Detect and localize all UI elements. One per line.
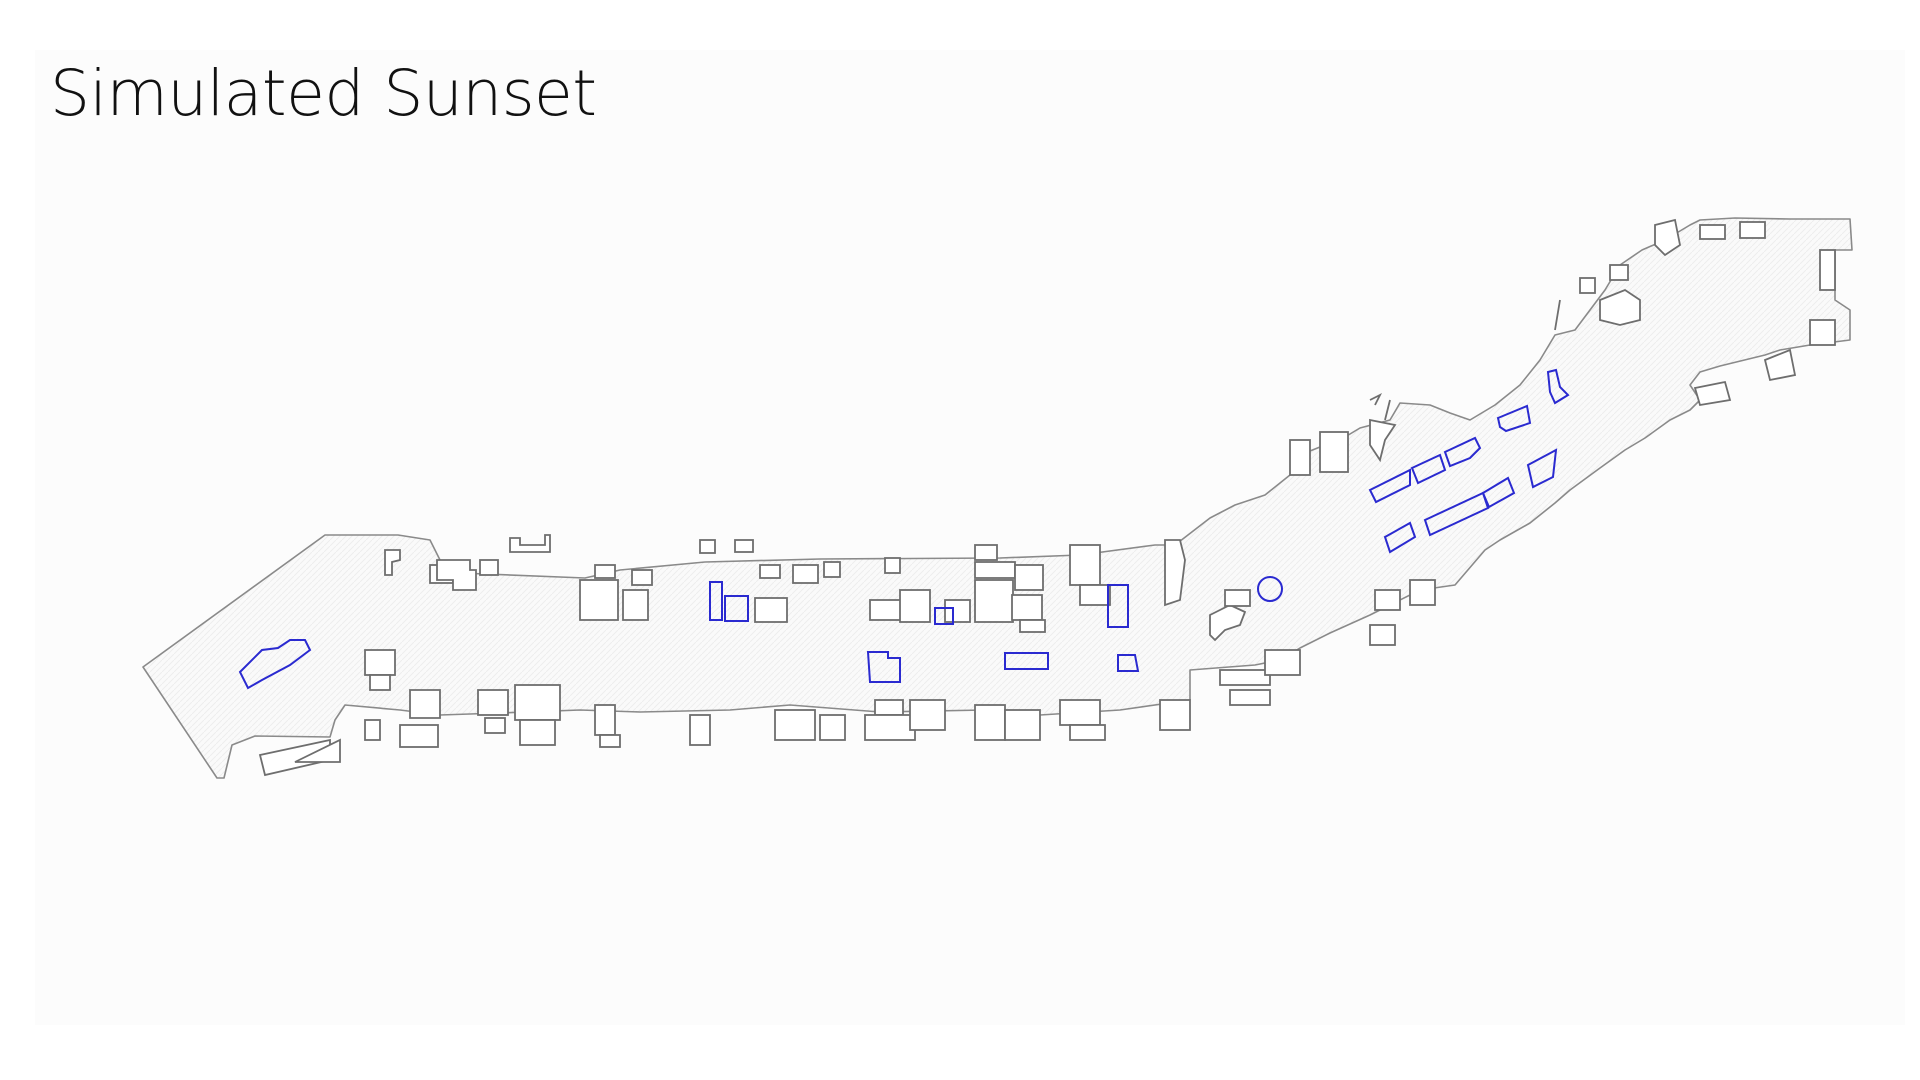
highlighted-building: [1107, 584, 1129, 628]
context-building: [1229, 689, 1271, 706]
context-building: [369, 674, 391, 691]
context-building: [774, 709, 816, 741]
context-building: [579, 579, 619, 621]
context-building: [479, 559, 499, 576]
highlighted-building: [1423, 491, 1490, 537]
site-boundary: [142, 217, 1853, 779]
highlighted-building: [934, 607, 954, 625]
context-building: [874, 699, 904, 716]
context-building: [1079, 584, 1111, 606]
context-building: [909, 699, 946, 731]
context-building: [884, 557, 901, 574]
context-building: [631, 569, 653, 586]
context-building: [1159, 699, 1191, 731]
context-building: [689, 714, 711, 746]
context-building: [819, 714, 846, 741]
context-building: [514, 684, 561, 721]
context-building: [1409, 579, 1436, 606]
highlighted-building: [1004, 652, 1049, 670]
highlighted-building: [1117, 654, 1140, 672]
context-building: [384, 549, 401, 576]
highlighted-building: [238, 639, 312, 690]
context-building: [436, 559, 477, 591]
context-building: [1059, 699, 1101, 726]
context-building: [399, 724, 439, 748]
context-building: [1011, 594, 1043, 621]
context-building: [1579, 277, 1596, 294]
context-line: [1369, 392, 1383, 406]
context-building: [594, 564, 616, 579]
context-building: [974, 544, 998, 561]
highlighted-building: [1443, 436, 1482, 468]
context-building: [1809, 319, 1836, 346]
context-building: [1374, 589, 1401, 611]
highlighted-building: [866, 651, 901, 683]
context-building: [1599, 288, 1641, 326]
context-building: [622, 589, 649, 621]
context-building: [1224, 589, 1251, 607]
context-building: [509, 534, 551, 553]
context-building: [409, 689, 441, 719]
context-building: [294, 738, 341, 763]
context-building: [1164, 539, 1186, 607]
highlighted-building: [1526, 448, 1558, 489]
context-building: [864, 714, 916, 741]
context-building: [477, 689, 509, 716]
context-building: [1069, 544, 1101, 586]
highlighted-building: [1546, 368, 1570, 405]
context-building: [823, 561, 841, 578]
context-buildings-north: [384, 218, 1766, 642]
context-building: [974, 561, 1016, 579]
context-building: [1289, 439, 1311, 476]
highlighted-buildings: [238, 368, 1570, 690]
highlighted-building: [1496, 404, 1532, 433]
context-building: [1739, 221, 1766, 239]
context-building: [974, 579, 1014, 623]
context-building: [1819, 249, 1836, 291]
context-building: [1069, 724, 1106, 741]
context-building: [1369, 624, 1396, 646]
context-building: [1004, 709, 1041, 741]
context-building: [899, 589, 931, 623]
context-building: [759, 564, 781, 579]
context-line: [1384, 299, 1561, 421]
highlighted-building: [1368, 468, 1411, 504]
context-building: [754, 597, 788, 623]
context-building: [364, 719, 381, 741]
context-buildings-south: [258, 249, 1836, 777]
context-building: [1699, 224, 1726, 240]
context-building: [519, 719, 556, 746]
context-building: [734, 539, 754, 553]
context-building: [1654, 218, 1682, 257]
context-building: [1264, 649, 1301, 676]
context-building: [594, 704, 616, 736]
context-building: [364, 649, 396, 676]
highlighted-building: [1410, 453, 1447, 485]
context-building: [944, 599, 971, 623]
context-building: [484, 717, 506, 734]
context-building: [1369, 418, 1397, 463]
context-building: [699, 539, 716, 554]
context-building: [974, 704, 1006, 741]
highlighted-building: [1481, 476, 1516, 509]
context-building: [1693, 380, 1732, 407]
context-building: [1019, 619, 1046, 633]
context-building: [1609, 264, 1629, 281]
context-building: [1014, 564, 1044, 591]
context-building: [599, 734, 621, 748]
highlighted-building: [1383, 521, 1417, 554]
context-building: [1763, 348, 1797, 382]
highlighted-building: [709, 581, 723, 621]
context-building: [1319, 431, 1349, 473]
highlighted-building: [724, 595, 749, 622]
page-title: Simulated Sunset: [50, 57, 597, 130]
highlighted-building: [1257, 576, 1283, 602]
context-building: [792, 564, 819, 584]
context-building: [1219, 669, 1271, 686]
